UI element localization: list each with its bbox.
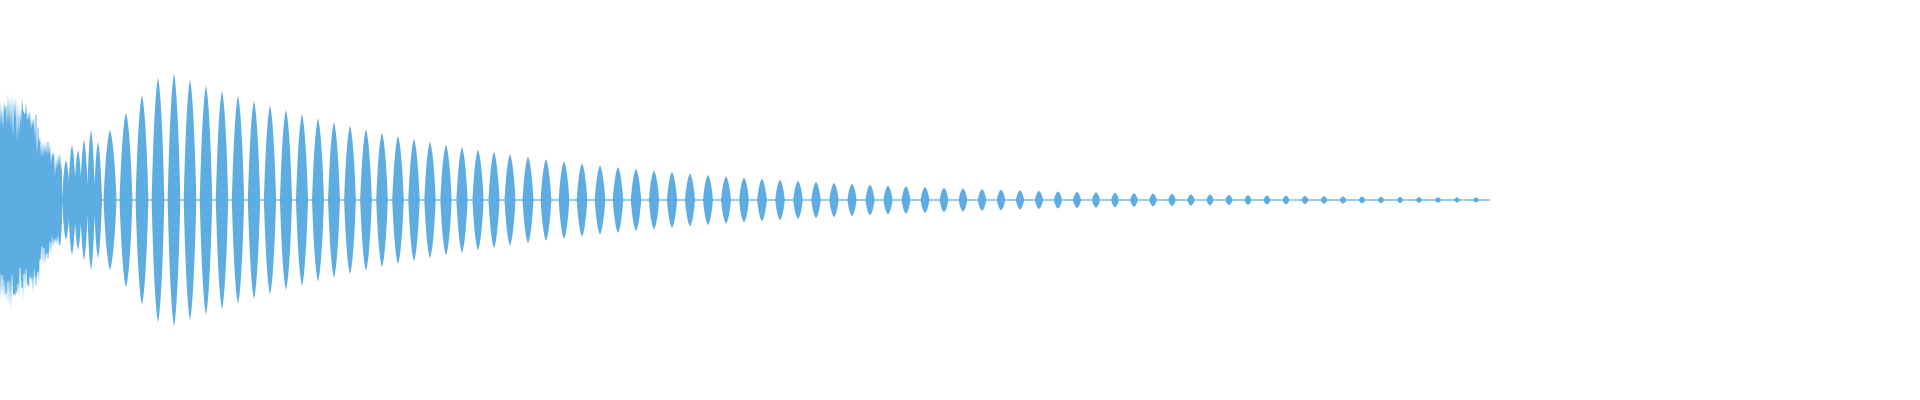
waveform-segments bbox=[0, 73, 1490, 327]
